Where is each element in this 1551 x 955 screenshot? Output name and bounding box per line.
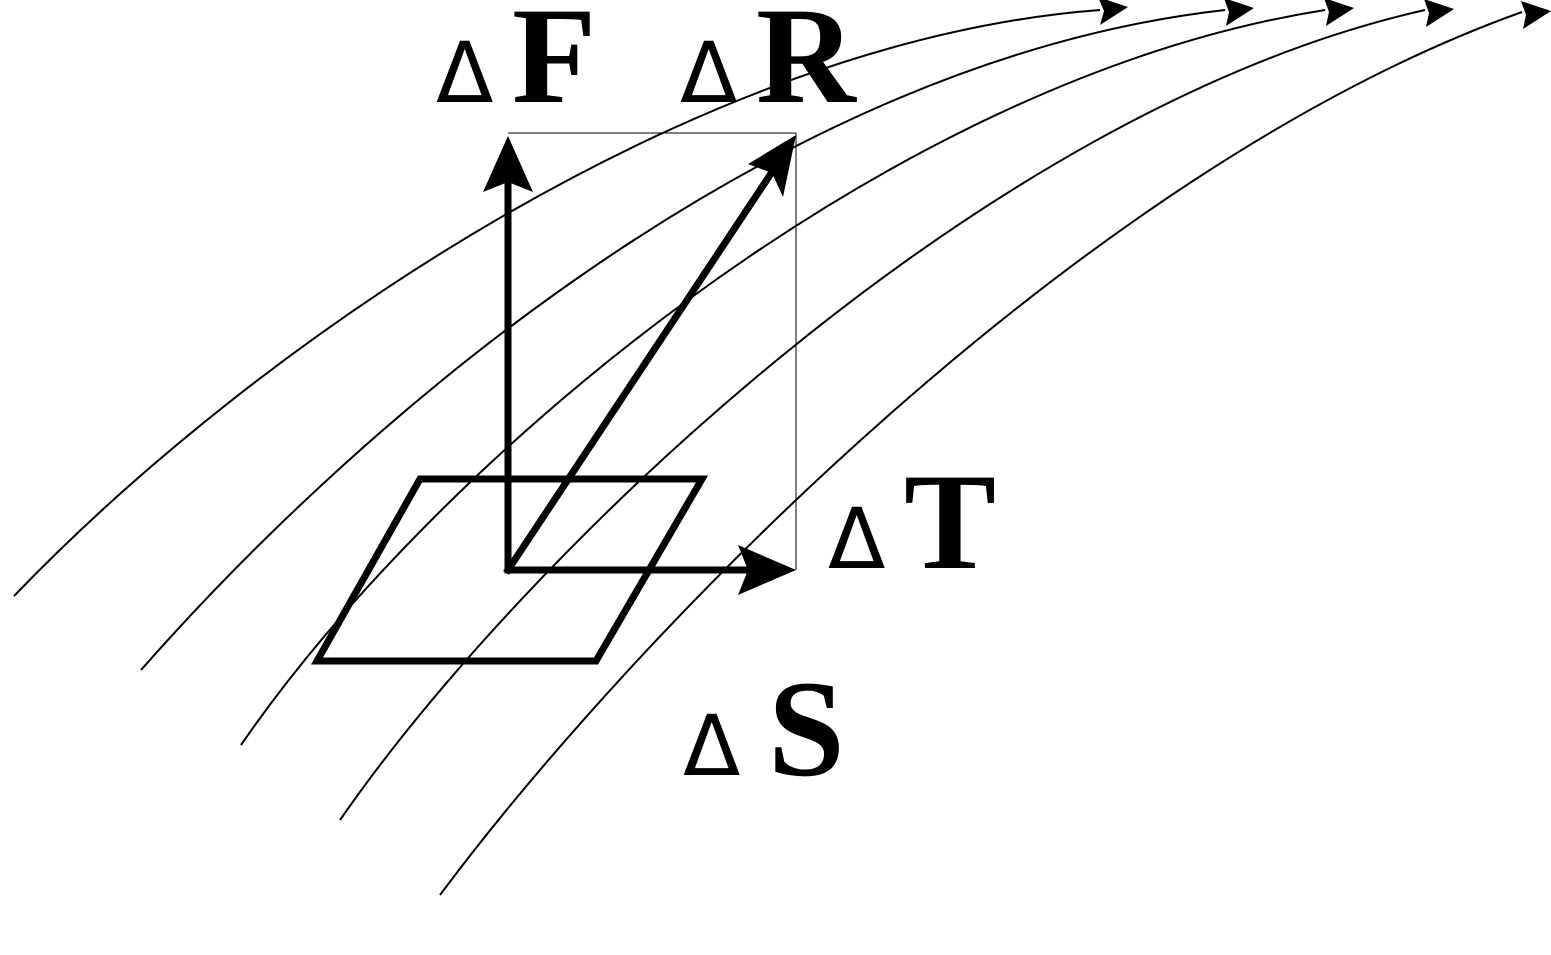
streamline-arrowheads bbox=[1099, 0, 1551, 29]
label-delta-s: Δ S bbox=[683, 652, 845, 805]
streamline-2 bbox=[140, 9, 1226, 671]
label-delta-f-delta: Δ bbox=[436, 24, 493, 122]
normal-force-vector-arrowhead bbox=[483, 136, 533, 192]
streamline-arrowhead-4 bbox=[1424, 0, 1454, 27]
label-delta-r: Δ R bbox=[680, 0, 857, 132]
label-delta-s-delta: Δ bbox=[683, 697, 740, 795]
vector-labels: Δ F Δ R Δ T Δ S bbox=[436, 0, 996, 805]
label-delta-s-letter: S bbox=[768, 652, 845, 805]
streamline-arrowhead-1 bbox=[1099, 0, 1128, 25]
streamline-4 bbox=[339, 9, 1426, 821]
tangential-force-vector-arrowhead bbox=[738, 545, 796, 595]
streamline-arrowhead-2 bbox=[1224, 0, 1254, 26]
label-delta-t-letter: T bbox=[904, 445, 996, 598]
label-delta-t: Δ T bbox=[828, 445, 996, 598]
resultant-force-vector-shaft bbox=[503, 170, 775, 575]
resultant-force-vector-arrowhead bbox=[748, 135, 796, 197]
streamline-arrowhead-5 bbox=[1521, 1, 1551, 29]
surface-element-parallelogram bbox=[310, 475, 709, 665]
streamline-5 bbox=[439, 11, 1523, 896]
label-delta-r-delta: Δ bbox=[680, 24, 737, 122]
label-delta-f: Δ F bbox=[436, 0, 596, 132]
label-delta-r-letter: R bbox=[756, 0, 857, 132]
streamline-1 bbox=[13, 9, 1101, 597]
streamline-arrowhead-3 bbox=[1324, 0, 1354, 26]
parallelogram-construction-lines bbox=[508, 132, 797, 570]
label-delta-f-letter: F bbox=[512, 0, 596, 132]
label-delta-t-delta: Δ bbox=[828, 490, 885, 588]
force-vectors bbox=[483, 135, 796, 595]
